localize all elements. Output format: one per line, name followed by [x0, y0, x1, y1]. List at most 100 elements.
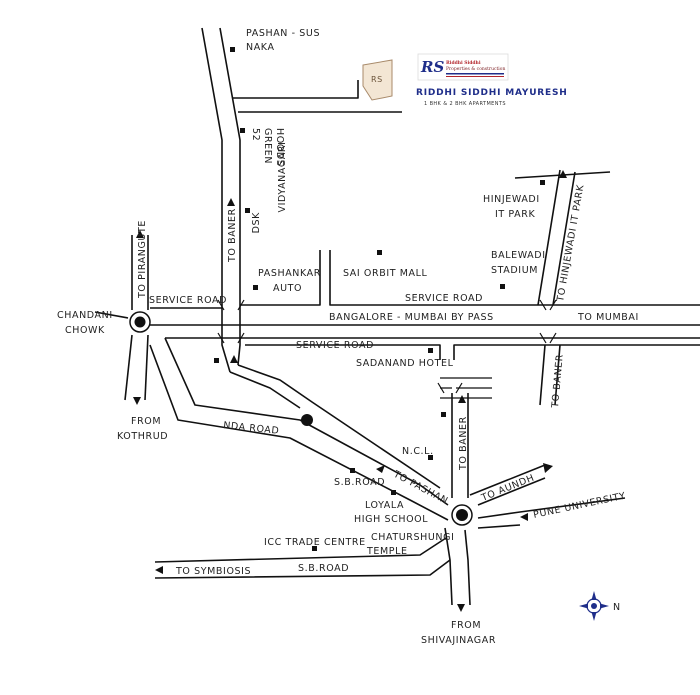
- label-from-shivajinagar-2: SHIVAJINAGAR: [421, 635, 496, 646]
- project-name: RIDDHI SIDDHI MAYURESH: [416, 88, 568, 98]
- brand-logo-underline: [446, 73, 504, 75]
- label-chaturshungi-1: CHATURSHUNGI: [371, 532, 455, 543]
- landmark-ncl: [428, 455, 433, 460]
- compass-rose-icon: N: [579, 591, 621, 621]
- label-to-pirangute: TO PIRANGUTE: [137, 220, 148, 299]
- label-chandani-2: CHOWK: [65, 325, 105, 336]
- label-loyala-2: HIGH SCHOOL: [354, 514, 428, 525]
- direction-arrow-icon: [543, 463, 553, 473]
- roundabouts: [129, 311, 473, 526]
- direction-arrow-icon: [155, 566, 163, 574]
- landmark-balewadi: [500, 284, 505, 289]
- label-ncl: N.C.L.: [402, 446, 434, 457]
- nda-road-roundabout: [301, 414, 313, 426]
- direction-arrow-icon: [136, 230, 144, 238]
- hinjewadi-road-south-east: [554, 344, 561, 406]
- brand-logo-mark: RS: [420, 58, 444, 76]
- brand-logo-line2: Properties & construction: [446, 66, 505, 72]
- baner-road-west-edge: [201, 27, 231, 373]
- label-balewadi-1: BALEWADI: [491, 250, 546, 261]
- service-road-right-upper-b: [329, 250, 700, 306]
- direction-arrow-icon: [458, 395, 466, 403]
- landmark-sai-orbit: [377, 250, 382, 255]
- aundh-road-south: [477, 477, 546, 506]
- label-icc: ICC TRADE CENTRE: [264, 537, 366, 548]
- landmark-green-hoods: [240, 128, 245, 133]
- landmark-hinjewadi: [540, 180, 545, 185]
- sb-road-north-edge: [154, 537, 447, 563]
- label-to-symbiosis: TO SYMBIOSIS: [175, 566, 251, 577]
- service-road-lower: [245, 344, 441, 360]
- label-nda-road: NDA ROAD: [223, 420, 280, 437]
- baner-road-east-edge: [219, 27, 241, 366]
- label-loyala-1: LOYALA: [365, 500, 404, 511]
- label-from-kothrud-2: KOTHRUD: [117, 431, 168, 442]
- label-hinjewadi-2: IT PARK: [495, 209, 535, 220]
- kothrud-road-west: [124, 334, 133, 401]
- baner-left-overpass-ticks: [217, 299, 245, 344]
- label-to-baner-right: TO BANER: [550, 354, 566, 410]
- landmark-dsk: [245, 208, 250, 213]
- direction-arrow-icon: [133, 397, 141, 405]
- label-sb-road-lower: S.B.ROAD: [298, 563, 349, 574]
- university-road-north: [477, 497, 626, 519]
- nda-road-north-edge: [164, 337, 449, 506]
- label-pashan-sus-1: PASHAN - SUS: [246, 28, 320, 39]
- label-pune-university: PUNE UNIVERSITY: [532, 491, 626, 521]
- landmark-pashankar: [253, 285, 258, 290]
- baner-overpass-west: [437, 382, 452, 394]
- site-marker: RS: [362, 59, 393, 101]
- landmark-icc: [312, 546, 317, 551]
- hinjewadi-road-east: [552, 171, 576, 306]
- service-road-lower-right: [453, 344, 700, 360]
- label-pashankar-2: AUTO: [273, 283, 302, 294]
- pashan-road-west-edge: [229, 371, 301, 409]
- landmark-left-lower: [214, 358, 219, 363]
- label-dsk-2: VIDYANAGARI: [277, 142, 288, 213]
- label-to-baner-mid: TO BANER: [458, 416, 469, 471]
- label-green-hoods-3: HOODS: [274, 128, 285, 166]
- landmark-sb-road: [350, 468, 355, 473]
- brand-logo-underline-2: [446, 76, 504, 77]
- brand-logo-box: [417, 53, 509, 81]
- hinjewadi-road-west: [537, 169, 561, 306]
- compass-north-label: N: [613, 602, 621, 613]
- university-road-south: [477, 524, 521, 529]
- label-chaturshungi-2: TEMPLE: [366, 546, 408, 557]
- chandani-west-road: [94, 311, 129, 319]
- nda-road-south-edge: [149, 344, 449, 521]
- site-marker-label: RS: [371, 75, 383, 84]
- direction-arrow-icon: [457, 604, 465, 612]
- pashan-road-east-edge: [237, 364, 441, 489]
- direction-arrow-icon: [227, 198, 235, 206]
- label-chandani-1: CHANDANI: [57, 310, 113, 321]
- brand-logo: RS Riddhi Siddhi Properties & constructi…: [417, 53, 509, 81]
- hinjewadi-road-south-west: [539, 344, 546, 406]
- landmark-sadanand: [428, 348, 433, 353]
- label-hinjewadi-1: HINJEWADI: [483, 194, 540, 205]
- kothrud-road-east: [144, 334, 149, 401]
- chandani-chowk-roundabout: [129, 311, 151, 333]
- aundh-road-north: [469, 464, 546, 496]
- brand-logo-line1: Riddhi Siddhi: [446, 60, 481, 66]
- label-from-shivajinagar-1: FROM: [451, 620, 481, 631]
- label-to-mumbai: TO MUMBAI: [577, 312, 639, 323]
- road-network: [94, 27, 700, 606]
- label-to-baner-left: TO BANER: [227, 208, 238, 263]
- project-subtitle: 1 BHK & 2 BHK APARTMENTS: [424, 101, 506, 107]
- landmark-markers: [214, 47, 545, 551]
- label-pashankar-1: PASHANKAR: [258, 268, 321, 279]
- direction-arrow-icon: [559, 170, 567, 178]
- sb-road-south-edge: [154, 559, 451, 579]
- site-building-shape: [362, 59, 393, 101]
- label-sadanand-hotel: SADANAND HOTEL: [356, 358, 454, 369]
- site-road-north-edge: [233, 80, 359, 99]
- landmark-loyala: [391, 490, 396, 495]
- label-service-road-left: SERVICE ROAD: [149, 295, 227, 306]
- label-from-kothrud-1: FROM: [131, 416, 161, 427]
- landmark-pashan-sus: [230, 47, 235, 52]
- direction-arrows: [133, 170, 567, 612]
- direction-arrow-icon: [230, 355, 238, 363]
